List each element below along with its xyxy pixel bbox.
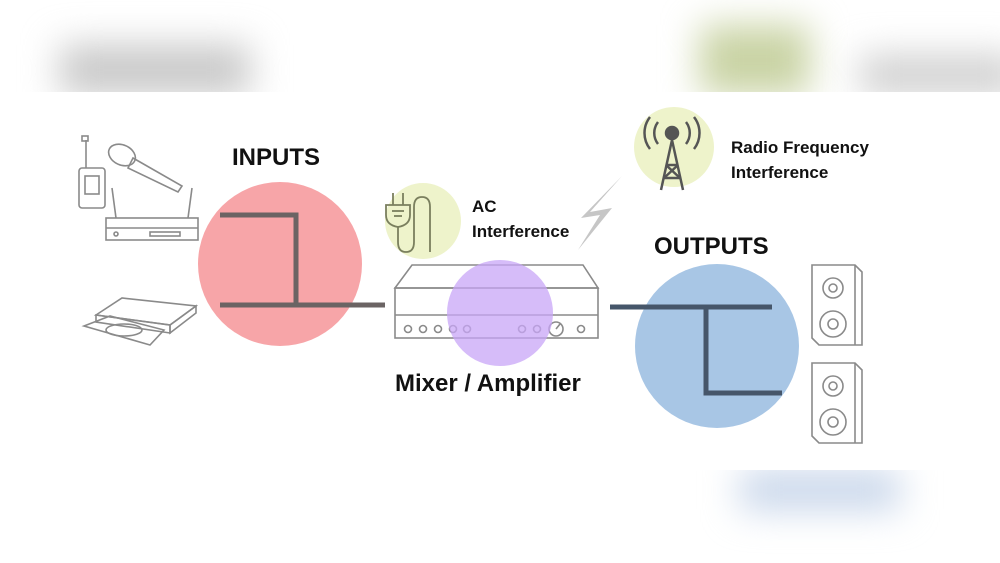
wireless-microphone-icon — [107, 143, 184, 194]
blurred-background-bottom-blue — [740, 470, 900, 510]
blurred-background-top-green — [700, 25, 810, 95]
ac-interference-label-line2: Interference — [472, 222, 569, 241]
speaker-icon — [811, 362, 863, 444]
rf-interference-label-line2: Interference — [731, 163, 828, 182]
optical-drive-icon — [81, 297, 199, 346]
lightning-bolt-icon — [578, 176, 622, 250]
inputs-label: INPUTS — [232, 144, 320, 171]
input-signal-line — [220, 212, 385, 308]
mixer-label: Mixer / Amplifier — [395, 370, 581, 397]
speaker-icon — [811, 264, 863, 346]
inputs-circle — [198, 182, 362, 346]
blurred-background-top-left — [60, 45, 250, 95]
outputs-circle — [635, 264, 799, 428]
output-signal-line — [610, 304, 782, 396]
ac-interference-circle — [385, 183, 461, 259]
blurred-background-top-right — [860, 55, 1000, 95]
wireless-receiver-icon — [105, 187, 199, 241]
ac-interference-label-line1: AC — [472, 197, 497, 216]
power-plug-icon — [385, 193, 431, 253]
bodypack-transmitter-icon — [78, 135, 106, 209]
radio-tower-icon — [643, 116, 701, 191]
rf-interference-label-line1: Radio Frequency — [731, 138, 869, 157]
mixer-circle — [447, 260, 553, 366]
outputs-label: OUTPUTS — [654, 233, 769, 260]
